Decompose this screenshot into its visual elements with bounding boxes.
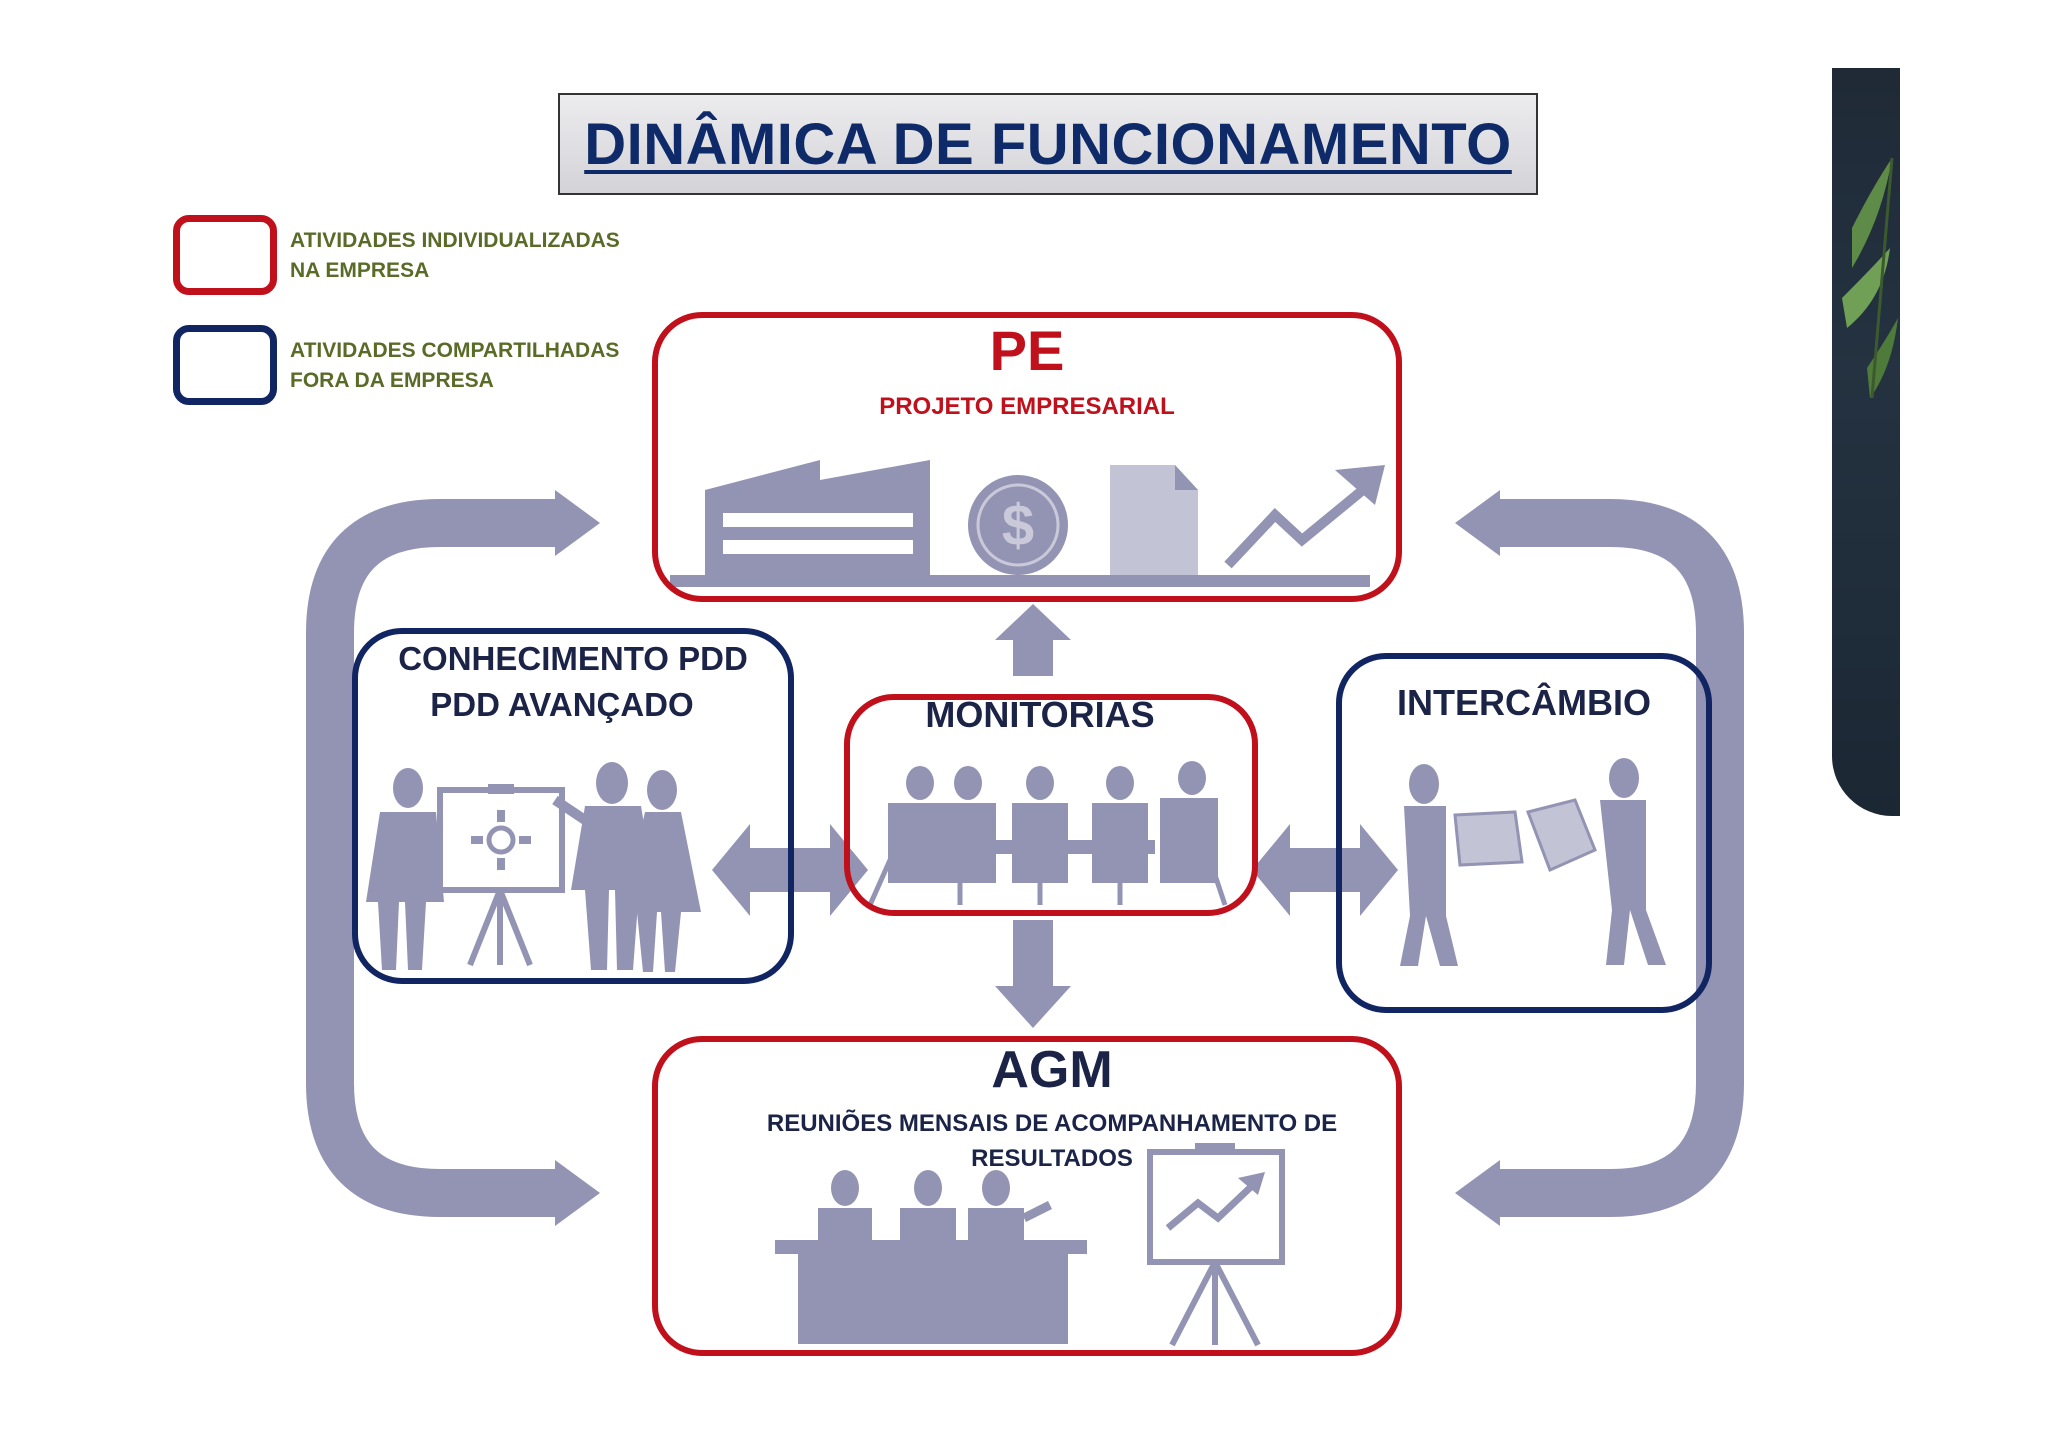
decorative-photo-strip [1832, 68, 1900, 816]
right-loop-arrowhead-bottom [1455, 1160, 1500, 1226]
legend-red-line2: NA EMPRESA [290, 256, 620, 286]
legend-navy-line1: ATIVIDADES COMPARTILHADAS [290, 336, 619, 366]
monitorias-title: MONITORIAS [844, 694, 1236, 736]
agm-title: AGM [652, 1040, 1452, 1100]
plant-leaves-icon [1832, 68, 1900, 816]
pe-title: PE [652, 318, 1402, 383]
legend-navy-label: ATIVIDADES COMPARTILHADAS FORA DA EMPRES… [290, 336, 619, 396]
pe-subtitle: PROJETO EMPRESARIAL [652, 393, 1402, 421]
page-title: DINÂMICA DE FUNCIONAMENTO [584, 111, 1512, 178]
legend-navy-line2: FORA DA EMPRESA [290, 366, 619, 396]
conhecimento-line2: PDD AVANÇADO [352, 686, 772, 724]
conhecimento-box [352, 628, 794, 984]
right-loop-arrowhead-top [1455, 490, 1500, 556]
left-loop-arrowhead-top [555, 490, 600, 556]
legend-red-label: ATIVIDADES INDIVIDUALIZADAS NA EMPRESA [290, 226, 620, 286]
title-box: DINÂMICA DE FUNCIONAMENTO [558, 93, 1538, 195]
agm-subtitle-line1: REUNIÕES MENSAIS DE ACOMPANHAMENTO DE [652, 1110, 1452, 1138]
up-arrow [995, 604, 1071, 676]
agm-subtitle-line2: RESULTADOS [652, 1145, 1452, 1173]
down-arrow [995, 920, 1071, 1028]
left-loop-arrowhead-bottom [555, 1160, 600, 1226]
intercambio-title: INTERCÂMBIO [1336, 682, 1712, 724]
legend-navy-swatch [173, 325, 277, 405]
legend-red-line1: ATIVIDADES INDIVIDUALIZADAS [290, 226, 620, 256]
legend-red-swatch [173, 215, 277, 295]
conhecimento-line1: CONHECIMENTO PDD [352, 640, 794, 678]
